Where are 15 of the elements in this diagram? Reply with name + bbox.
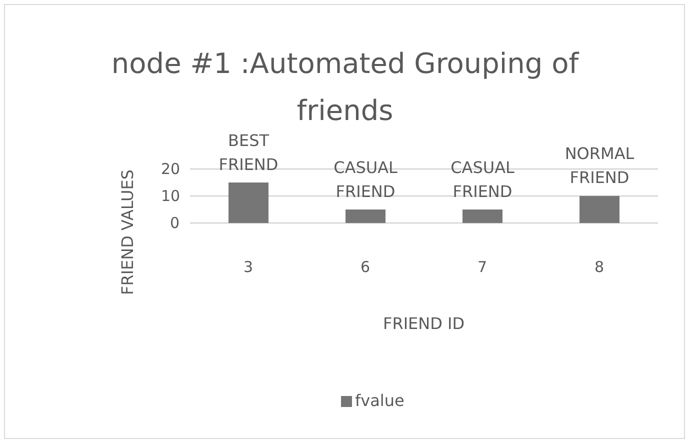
y-axis-title: FRIEND VALUES xyxy=(118,169,137,294)
data-label: NORMAL FRIEND xyxy=(564,143,636,189)
y-tick-label: 0 xyxy=(170,214,180,232)
x-tick-label: 3 xyxy=(244,258,254,276)
x-tick-label: 6 xyxy=(360,258,370,276)
y-tick-label: 20 xyxy=(161,160,180,178)
legend-label: fvalue xyxy=(355,391,404,410)
x-tick-label: 8 xyxy=(594,258,604,276)
x-axis-title: FRIEND ID xyxy=(383,314,465,333)
x-tick-label: 7 xyxy=(478,258,488,276)
data-label: BEST FRIEND xyxy=(218,130,280,176)
y-tick-label: 10 xyxy=(161,187,180,205)
chart-title: node #1 :Automated Grouping of friends xyxy=(110,46,580,129)
data-label: CASUAL FRIEND xyxy=(450,156,516,202)
data-label: CASUAL FRIEND xyxy=(332,156,398,202)
